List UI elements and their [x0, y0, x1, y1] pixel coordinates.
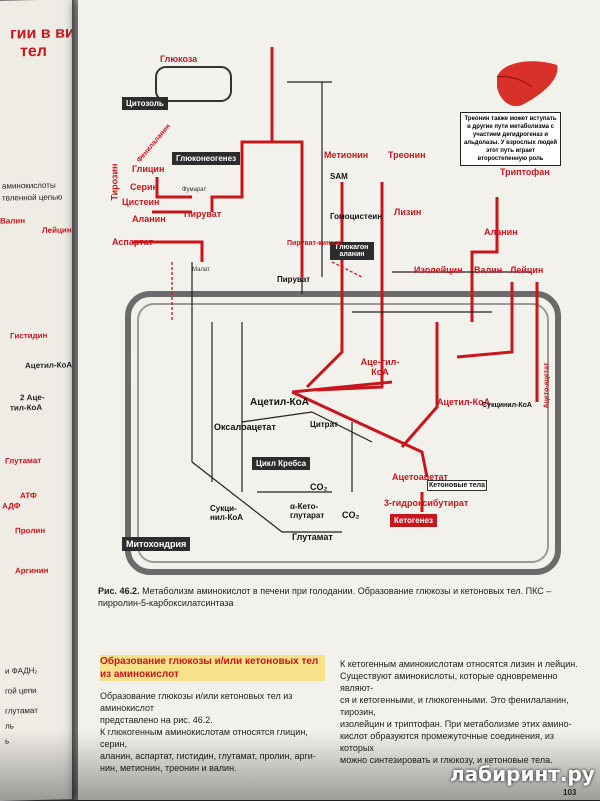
ketogenesis-label: Кетогенез: [390, 514, 437, 527]
watermark-logo: лабиринт.ру: [450, 762, 595, 786]
text-line: К кетогенным аминокислотам относятся лиз…: [340, 659, 578, 669]
threonine-note: Треонин также может вступать в другие пу…: [460, 112, 561, 166]
left-line: Валин: [0, 216, 26, 226]
left-line: ль: [5, 721, 14, 731]
left-line: Ацетил-КоА: [25, 360, 73, 371]
co2-label: CO₂: [310, 482, 328, 492]
section-heading: Образование глюкозы и/или кетоновых тел …: [100, 655, 325, 681]
threonine-label: Треонин: [388, 150, 426, 160]
caption-label: Рис. 46.2.: [98, 586, 140, 596]
alanine-label: Аланин: [132, 214, 166, 224]
diagram-lines: [125, 47, 561, 575]
methionine-label: Метионин: [324, 150, 369, 160]
ketone-bodies-label: Кетоновые тела: [427, 480, 487, 491]
serine-label: Серин: [130, 182, 158, 192]
text-line: кислот образуются промежуточные соединен…: [340, 731, 555, 753]
succinylcoa-label: Сукци-нил-КоА: [210, 504, 244, 522]
left-line: гой цепи: [5, 686, 37, 696]
caption-text: Метаболизм аминокислот в печени при голо…: [98, 586, 552, 608]
homocysteine-label: Гомоцистеин: [330, 212, 383, 221]
pyruvate-label: Пируват: [184, 209, 222, 219]
acetylcoa2-label: Ацетил-КоА: [437, 397, 491, 407]
co2b-label: CO₂: [342, 510, 360, 520]
left-line: Гистидин: [10, 330, 48, 341]
ketoglutarate-label: α-Кето-глутарат: [290, 502, 325, 520]
hydroxybutyrate-label: 3-гидроксибутират: [384, 498, 469, 508]
metabolism-diagram: Цитозоль Глюконеогенез Цикл Кребса Митох…: [92, 22, 570, 582]
acetoacetate-label: Ацетоацетат: [392, 472, 448, 482]
oxaloacetate-label: Оксалоацетат: [214, 422, 276, 432]
succinylcoa2-label: Сукцинил-КоА: [482, 402, 532, 409]
leucine-label: Лейцин: [510, 265, 544, 275]
acetylcoa-red-label: Аце-тил-КоА: [360, 357, 400, 377]
cytosol-label: Цитозоль: [122, 97, 168, 110]
acetoacetate2-label: Ацето-ацетат: [543, 362, 551, 409]
left-line: аминокислоты: [2, 180, 56, 191]
left-line: твленной цепью: [2, 192, 63, 203]
fumarate-label: Фумарат: [182, 187, 207, 193]
text-line: Существуют аминокислоты, которые одновре…: [340, 671, 558, 693]
left-line: Пролин: [15, 525, 46, 536]
text-line: представлено на рис. 46.2.: [100, 715, 213, 725]
krebs-label: Цикл Кребса: [252, 457, 311, 470]
citrate-label: Цитрат: [310, 420, 338, 429]
glycine-label: Глицин: [132, 164, 165, 174]
aspartate-label: Аспартат: [112, 237, 154, 247]
pyruvate-kinase-label: Пируват-киназа: [287, 240, 342, 247]
isoleucine-label: Изолейцин: [414, 265, 463, 275]
left-line: АТФ: [20, 491, 37, 501]
text-line: аланин, аспартат, гистидин, глутамат, пр…: [100, 751, 316, 761]
tryptophan-label: Триптофан: [500, 167, 550, 177]
text-line: Образование глюкозы и/или кетоновых тел …: [100, 691, 293, 713]
text-line: нин, метионин, треонин и валин.: [100, 763, 237, 773]
left-line: АДФ: [2, 501, 21, 511]
glucagon-label: Глюкагон аланин: [330, 242, 374, 260]
text-line: ся и кетогенными, и глюкогенными. Это фе…: [340, 695, 569, 717]
text-line: К глюкогенным аминокислотам относятся гл…: [100, 727, 308, 749]
page-number: 103: [563, 788, 577, 797]
figure-caption: Рис. 46.2. Метаболизм аминокислот в пече…: [98, 585, 598, 609]
left-line: Аргинин: [15, 565, 49, 576]
right-column: К кетогенным аминокислотам относятся лиз…: [340, 658, 590, 766]
text-line: изолейцин и триптофан. При метаболизме э…: [340, 719, 572, 729]
tyrosine-label: Тирозин: [109, 163, 120, 201]
left-column: Образование глюкозы и/или кетоновых тел …: [100, 690, 330, 774]
pyruvate2-label: Пируват: [277, 275, 311, 284]
sam-label: SAM: [330, 172, 348, 181]
text-line: можно синтезировать и глюкозу, и кетонов…: [340, 755, 553, 765]
malate-label: Малат: [192, 267, 210, 273]
left-line: и ФАДН₂: [5, 666, 38, 676]
liver-icon: [496, 61, 558, 107]
acetylcoa-label: Ацетил-КоА: [250, 397, 309, 408]
alanine2-label: Аланин: [484, 227, 518, 237]
left-line: тил-КоА: [10, 402, 43, 413]
left-line: Глутамат: [5, 455, 42, 466]
glucose-label: Глюкоза: [160, 54, 198, 64]
left-line: глутамат: [5, 705, 38, 716]
mitochondria-label: Митохондрия: [122, 537, 191, 551]
left-title-2: тел: [20, 42, 47, 61]
glutamate-label: Глутамат: [292, 532, 333, 542]
lysine-label: Лизин: [394, 207, 422, 217]
left-line: Лейцин: [42, 225, 72, 235]
left-line: ь: [5, 736, 10, 746]
valine-label: Валин: [474, 265, 503, 275]
cysteine-label: Цистеин: [122, 197, 160, 207]
gluconeogenesis-label: Глюконеогенез: [172, 152, 241, 165]
